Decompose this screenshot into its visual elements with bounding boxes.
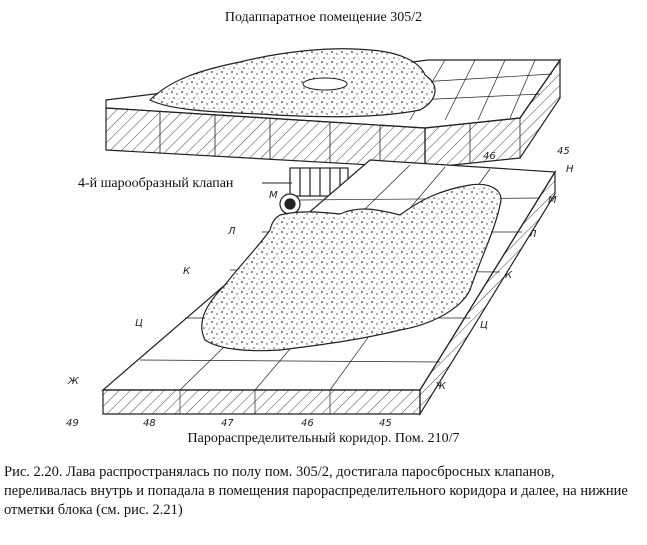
grid-label-top-n: Н [566,164,574,175]
figure-caption: Рис. 2.20. Лава распространялась по полу… [4,464,628,518]
lava-flow-illustration: 46 45 Н М Л К Ц Ж М Л К Ц Ж 49 48 47 46 … [66,48,574,429]
grid-label-right-k: К [505,270,513,281]
grid-label-left-m: М [269,190,278,201]
grid-label-right-ts: Ц [480,320,488,331]
grid-label-bottom-48: 48 [143,418,156,429]
grid-label-left-zh: Ж [67,376,80,387]
valve-opening-upper [302,77,348,91]
grid-label-right-m: М [548,195,557,206]
corridor-label: Парораспределительный коридор. Пом. 210/… [187,431,460,446]
grid-label-bottom-47: 47 [221,418,234,429]
lava-spread-lower [201,183,502,352]
grid-label-bottom-46: 46 [301,418,314,429]
valve-label: 4-й шарообразный клапан [78,176,234,191]
grid-label-left-k: К [183,266,191,277]
grid-label-left-l: Л [227,226,236,237]
grid-label-right-l: Л [528,229,537,240]
lava-mound-upper [148,48,436,118]
grid-label-left-ts: Ц [135,318,143,329]
grid-label-bottom-45: 45 [379,418,392,429]
upper-room-label: Подаппаратное помещение 305/2 [224,10,423,25]
grid-label-top-46: 46 [483,151,496,162]
grid-label-bottom-49: 49 [66,418,79,429]
grid-label-top-45: 45 [557,146,570,157]
grid-label-right-zh: Ж [434,381,447,392]
